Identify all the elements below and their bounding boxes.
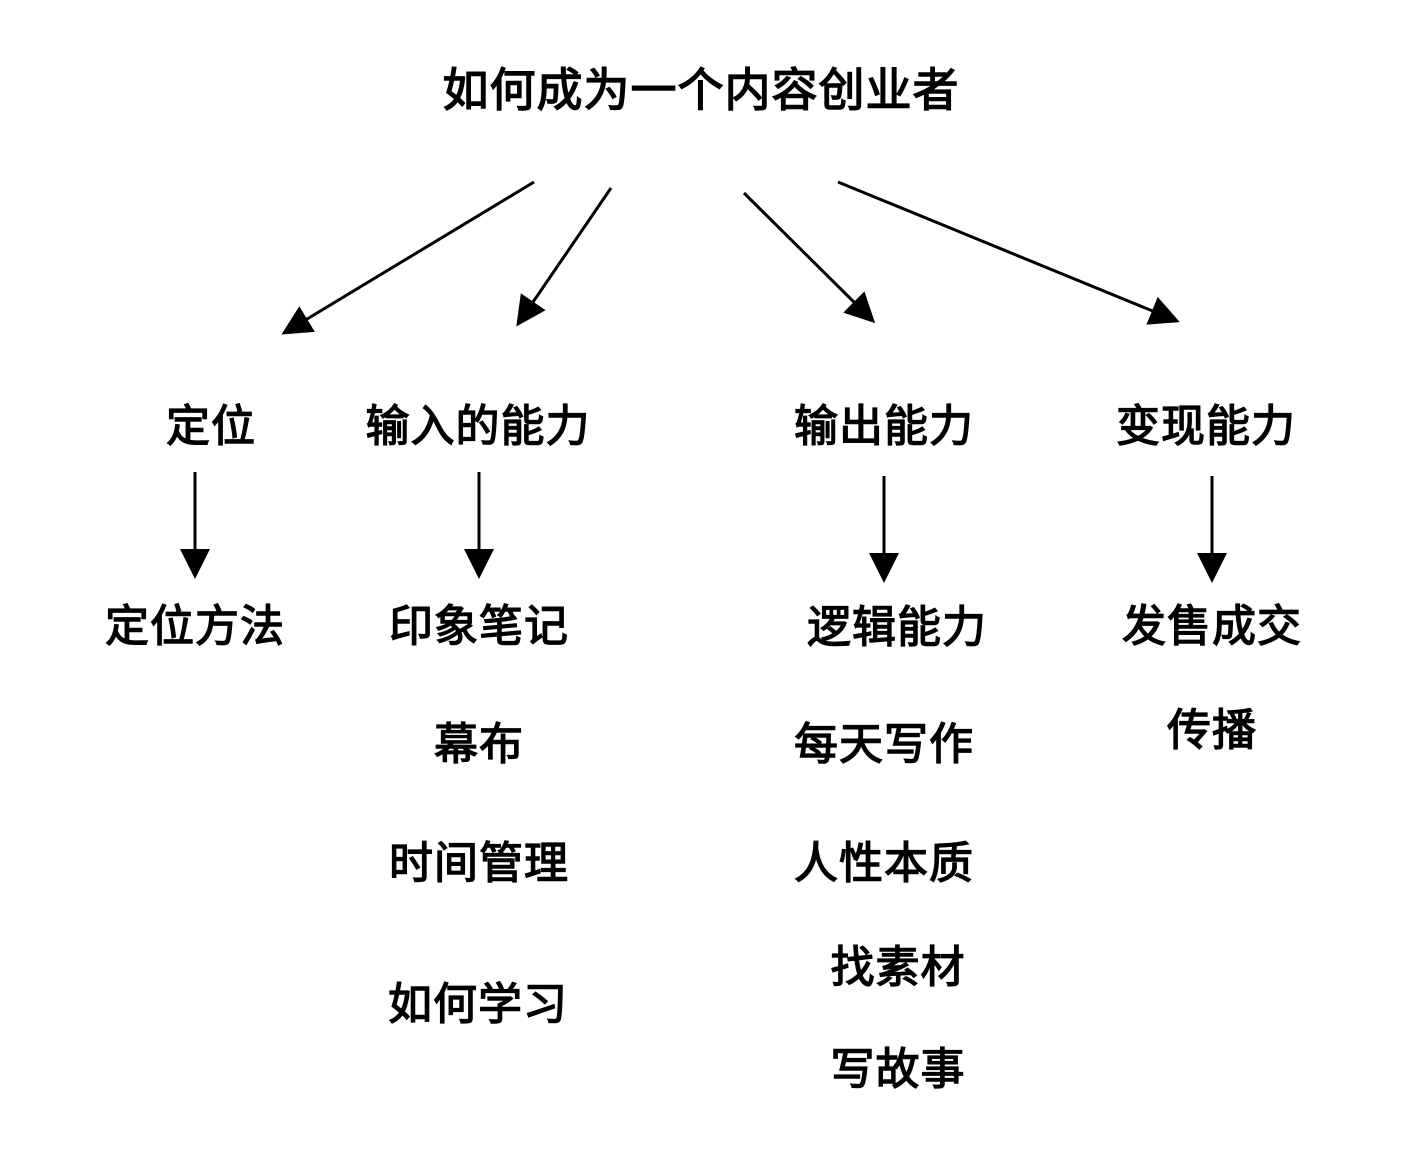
arrow-title-to-positioning — [281, 180, 535, 335]
arrow-title-to-input — [516, 187, 613, 327]
item-launch-sales: 发售成交 — [1122, 601, 1302, 652]
category-positioning: 定位 — [166, 401, 256, 452]
item-human-nature: 人性本质 — [794, 838, 974, 889]
item-find-material: 找素材 — [830, 942, 966, 993]
item-daily-writing: 每天写作 — [794, 719, 974, 770]
item-evernote: 印象笔记 — [389, 601, 569, 652]
arrow-title-to-monetize — [837, 180, 1180, 325]
arrow-title-to-output — [742, 191, 876, 324]
item-how-to-learn: 如何学习 — [388, 979, 568, 1030]
item-positioning-method: 定位方法 — [105, 601, 285, 652]
item-distribution: 传播 — [1167, 705, 1257, 756]
item-write-stories: 写故事 — [830, 1044, 966, 1095]
diagram-title: 如何成为一个内容创业者 — [442, 63, 960, 117]
item-mubu: 幕布 — [434, 719, 524, 770]
category-output-ability: 输出能力 — [794, 401, 974, 452]
category-input-ability: 输入的能力 — [365, 401, 591, 452]
item-logic-ability: 逻辑能力 — [807, 602, 987, 653]
category-monetization-ability: 变现能力 — [1116, 401, 1296, 452]
item-time-management: 时间管理 — [389, 838, 569, 889]
